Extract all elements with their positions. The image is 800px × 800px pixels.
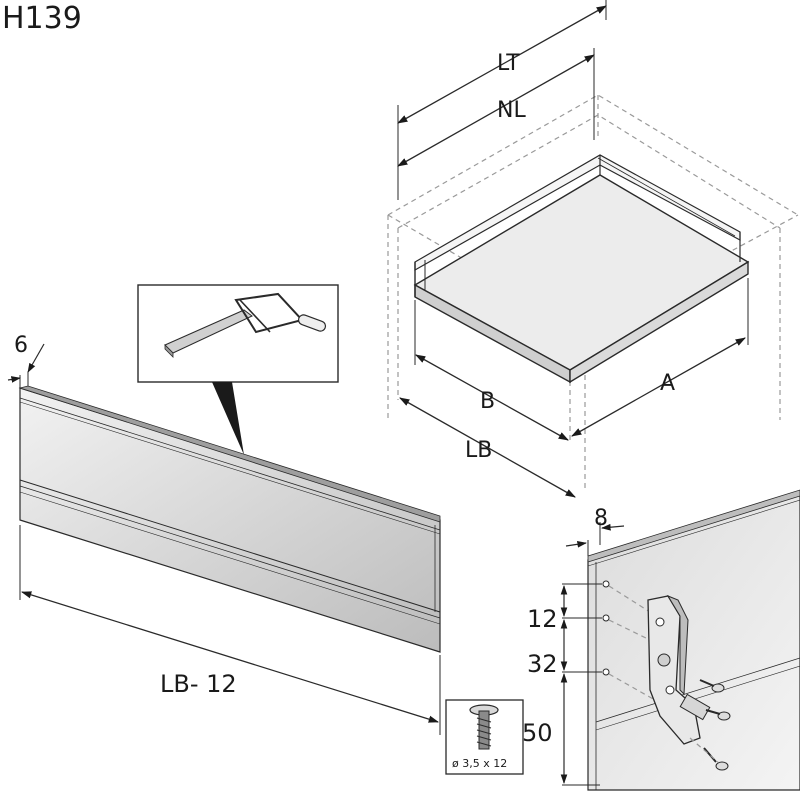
- drawer-box: [413, 154, 750, 384]
- dim-50-label: 50: [522, 719, 553, 747]
- a-label: A: [660, 371, 675, 396]
- drawer-cabinet-view: LT NL B A LB: [387, 0, 799, 498]
- lb-label: LB: [465, 438, 492, 463]
- dim-12-label: 12: [527, 605, 558, 633]
- nl-dimension-line: [397, 54, 595, 167]
- dim-32-label: 32: [527, 650, 558, 678]
- saw-callout: [137, 284, 339, 455]
- offset-label: 8: [594, 506, 608, 531]
- screw-icon: [469, 704, 499, 750]
- lb-minus-12-dimension-line: [21, 591, 439, 723]
- screw-box: ø 3,5 x 12: [445, 699, 524, 775]
- thickness-label: 6: [14, 333, 28, 358]
- nl-label: NL: [497, 98, 526, 123]
- hacksaw-icon: [164, 292, 327, 358]
- drawing-title: H139: [2, 1, 82, 36]
- hinge-detail: 8 12 32 50: [522, 489, 800, 791]
- lt-label: LT: [497, 51, 520, 76]
- lb-minus-12-label: LB- 12: [160, 670, 237, 698]
- lb-dimension-line: [399, 397, 576, 498]
- screw-spec-label: ø 3,5 x 12: [452, 757, 507, 770]
- b-label: B: [480, 389, 495, 414]
- hinge-bracket-icon: [647, 594, 731, 771]
- front-panel: 6 LB- 12: [7, 333, 441, 735]
- a-dimension-line: [571, 337, 746, 437]
